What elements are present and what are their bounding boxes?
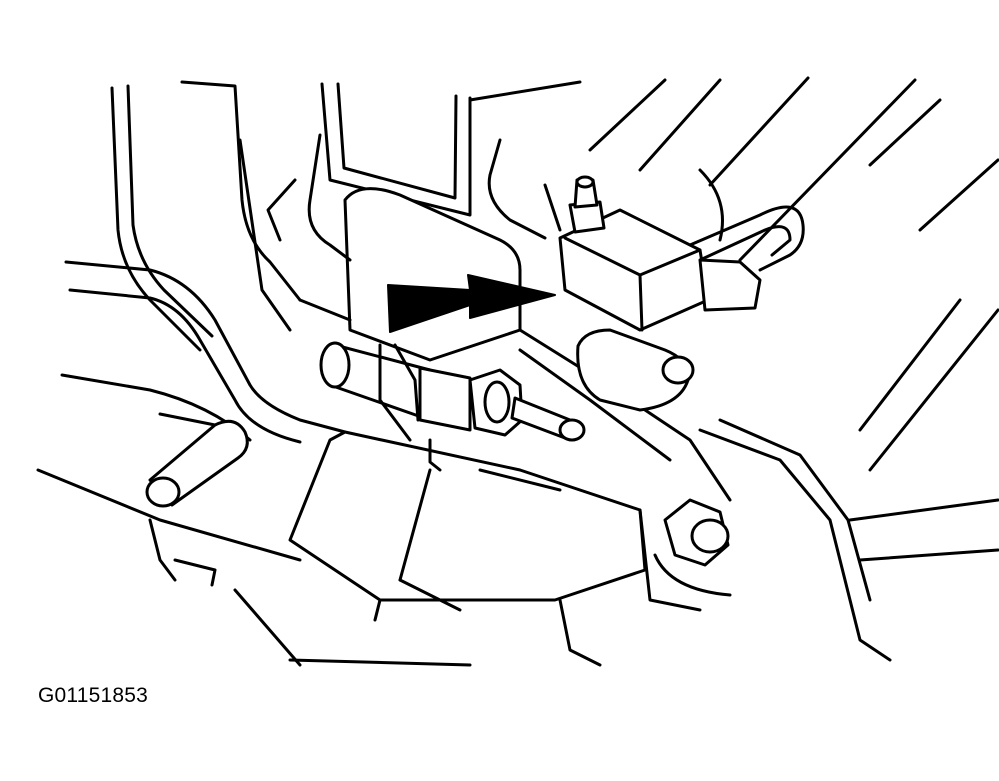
shaft-assembly [518,328,999,662]
cross-rail [36,260,472,667]
lower-block [288,430,702,667]
locating-pin [145,419,249,508]
housing-outline [110,76,999,472]
pointer-arrow [387,274,556,333]
mounting-bracket [266,133,562,362]
figure-caption: G01151853 [38,684,149,707]
sensor-switch [558,175,805,412]
adjuster-rod [319,341,586,472]
mounting-bolt [653,498,732,597]
